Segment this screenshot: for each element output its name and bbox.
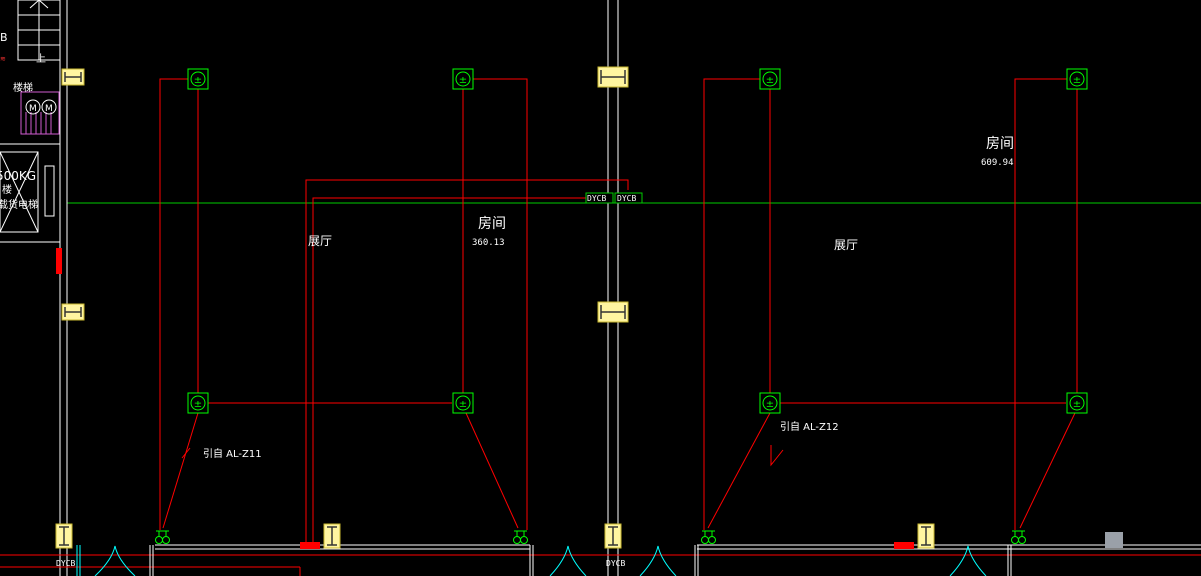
structural-column-icon (61, 303, 85, 321)
elevator-line1: 楼 (2, 183, 12, 196)
power-outlet-icon: ± (759, 392, 781, 414)
stair-block (17, 0, 61, 61)
power-outlet-icon: ± (452, 392, 474, 414)
stair-motor-unit (20, 91, 60, 135)
outlet-symbol-text: ± (194, 399, 202, 410)
red-fixture (894, 542, 914, 549)
stair-up-label: 上 (36, 53, 46, 65)
outlet-symbol-text: ± (459, 75, 467, 86)
room-label-center: 房间 (478, 216, 506, 232)
floor-outlet-icon (513, 530, 528, 544)
elevator-shaft (0, 143, 62, 274)
outlet-symbol-text: ± (766, 399, 774, 410)
structural-column-icon (55, 523, 73, 549)
power-outlet-icon: ± (187, 392, 209, 414)
red-mark: ≋ (0, 55, 6, 63)
structural-column-icon (323, 523, 341, 549)
letter-b-label: B (0, 31, 8, 44)
structural-column-icon (61, 68, 85, 86)
stairs-label: 楼梯 (13, 81, 33, 94)
circuit-lead-left: 引自 AL-Z11 (203, 447, 262, 460)
red-fixture (300, 542, 320, 549)
outlet-symbol-text: ± (1073, 75, 1081, 86)
axis-tag-bottom-mid: DYCB (606, 559, 625, 568)
power-outlet-icon: ± (759, 68, 781, 90)
wiring (159, 78, 1078, 542)
axis-tag-top-right: DYCB (617, 194, 636, 203)
door-arcs (94, 545, 987, 576)
elevator-capacity: 500KG (0, 169, 36, 183)
power-outlet-icon: ± (187, 68, 209, 90)
room-area-center: 360.13 (472, 238, 505, 248)
power-outlet-icon: ± (1066, 68, 1088, 90)
column-group (55, 66, 935, 549)
axis-tag-top-left: DYCB (587, 194, 606, 203)
outlet-symbol-text: ± (459, 399, 467, 410)
floor-outlet-group (155, 530, 1026, 544)
room-label-right: 房间 (986, 136, 1014, 152)
floor-outlet-icon (701, 530, 716, 544)
motor-icon (41, 99, 57, 115)
room-area-right: 609.94 (981, 158, 1014, 168)
power-outlet-icon: ± (1066, 392, 1088, 414)
circuit-lead-right: 引自 AL-Z12 (780, 420, 839, 433)
outlet-symbol-text: ± (1073, 399, 1081, 410)
elevator-line2: 载货电梯 (0, 198, 38, 211)
motor-letter-2: M (45, 104, 53, 114)
structural-column-icon (597, 301, 629, 323)
motor-icon (25, 99, 41, 115)
structural-column-icon (604, 523, 622, 549)
floor-outlet-icon (1011, 530, 1026, 544)
outlet-symbol-text: ± (194, 75, 202, 86)
room-label-hall-right: 展厅 (834, 238, 858, 252)
axis-tag-bottom-left: DYCB (56, 559, 75, 568)
outlet-group: ± ± ± ± ± ± ± ± (187, 68, 1088, 414)
room-label-hall-left: 展厅 (308, 234, 332, 248)
structural-column-icon (917, 523, 935, 549)
floor-outlet-icon (155, 530, 170, 544)
power-outlet-icon: ± (452, 68, 474, 90)
motor-letter: M (29, 104, 37, 114)
structural-column-icon (597, 66, 629, 88)
outlet-symbol-text: ± (766, 75, 774, 86)
gray-fixture (1105, 532, 1123, 548)
